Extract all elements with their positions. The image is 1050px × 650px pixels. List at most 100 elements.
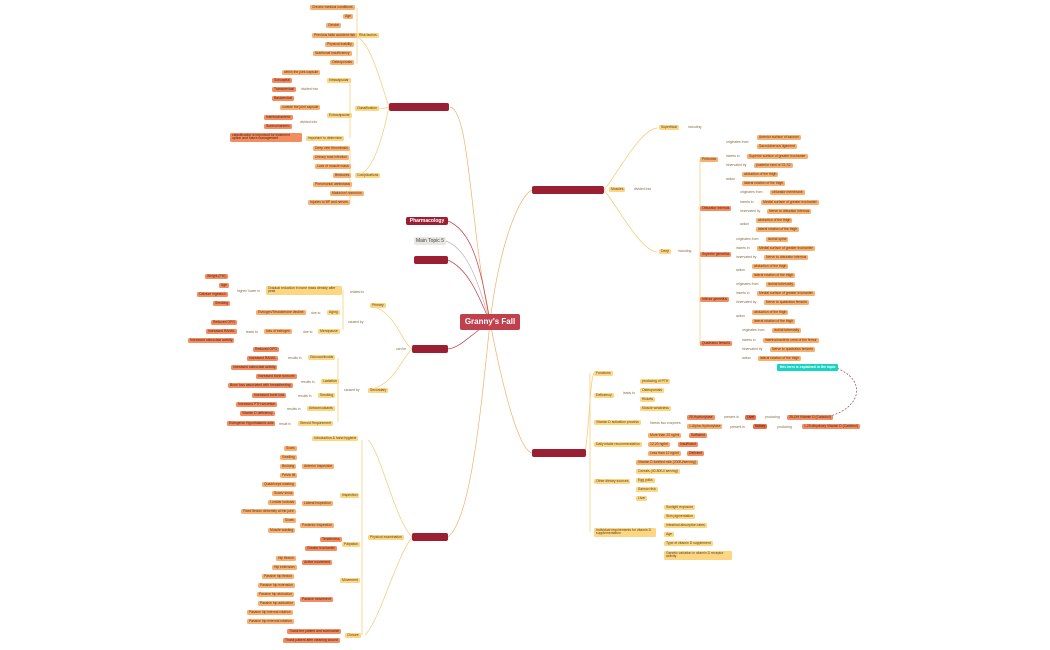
intra-sub-node[interactable]: within the joint capsule	[282, 70, 321, 76]
passive-item[interactable]: Passive hip external rotation	[247, 619, 294, 625]
menopause-node[interactable]: Menopause	[318, 329, 340, 335]
muscle-detail[interactable]: Medial surface of greater trochanter	[761, 200, 819, 206]
muscle-detail[interactable]: abduction of the thigh	[752, 310, 789, 316]
deficiency-node[interactable]: Deficiency	[594, 393, 614, 399]
lactation-item[interactable]: Bone loss associated with breastfeeding	[228, 383, 293, 389]
main-topic-examination[interactable]	[412, 533, 448, 541]
kidney-node[interactable]: Kidney	[753, 424, 768, 430]
smoking-item[interactable]: Increased bone loss	[252, 393, 287, 399]
secondary-node[interactable]: Secondary	[368, 388, 389, 394]
main-topic-blank[interactable]	[414, 256, 448, 264]
risk-item[interactable]: Previous falls/ accident risk	[312, 33, 357, 39]
muscle-detail[interactable]: posterior rami of S1,S2	[754, 163, 793, 169]
muscle-detail[interactable]: lateral rotation of the thigh	[752, 273, 796, 279]
muscles-node[interactable]: Muscles	[609, 187, 626, 193]
individual-item[interactable]: Intestinal absorption rates	[664, 523, 707, 529]
root-topic[interactable]: Granny's Fall	[460, 314, 520, 330]
physical-exam-node[interactable]: Physical examination	[368, 535, 404, 541]
gluco-item[interactable]: Increased RANKL	[247, 356, 279, 362]
lateral-node[interactable]: Lateral Inspection	[302, 501, 333, 507]
complication-item[interactable]: Urinary tract infection	[313, 155, 350, 161]
muscle-detail[interactable]: Nerve to quadratus femoris	[764, 300, 809, 306]
risk-item[interactable]: Age	[343, 14, 354, 20]
functions-node[interactable]: Functions	[594, 371, 613, 377]
muscle-detail[interactable]: abduction of the thigh	[752, 264, 789, 270]
palpation-item[interactable]: Tenderness	[320, 537, 342, 543]
active-item[interactable]: Hip extension	[272, 565, 297, 571]
important-node[interactable]: important to determine	[306, 136, 344, 142]
intake-level[interactable]: 12-20 ng/ml	[648, 442, 670, 448]
muscle-detail[interactable]: Nerve to obturator internus	[764, 255, 809, 261]
dietary-item[interactable]: Cereals (40-80IU/ serving)	[636, 469, 680, 475]
anterior-item[interactable]: Bruising	[280, 464, 297, 470]
lateral-item[interactable]: Scars/ sinus	[272, 491, 295, 497]
extra-note-node[interactable]: classification is important for treatmen…	[230, 133, 302, 142]
complication-item[interactable]: Malunion/ nonunion	[330, 191, 364, 197]
gradual-item[interactable]: Calcium ingestion	[197, 292, 228, 298]
complication-item[interactable]: Injuries to BP and nerves	[308, 200, 350, 206]
gradual-node[interactable]: Gradual reduction in bone mass density a…	[266, 286, 342, 295]
anterior-item[interactable]: Swelling	[280, 455, 297, 461]
activation-node[interactable]: Vitamin D activation process	[594, 420, 641, 426]
muscle-detail[interactable]: Medial surface of greater trochanter	[757, 246, 815, 252]
complication-item[interactable]: Loss of muscle mass	[315, 164, 351, 170]
muscle-detail[interactable]: Medial surface of greater trochanter	[757, 291, 815, 297]
piriformis-node[interactable]: Piriformis	[700, 157, 719, 163]
closure-node[interactable]: Closure	[345, 633, 361, 639]
main-topic-vitamin-d[interactable]	[532, 449, 586, 457]
muscle-detail[interactable]: lateral rotation of the thigh	[756, 227, 800, 233]
passive-item[interactable]: Passive hip extension	[258, 583, 295, 589]
muscle-detail[interactable]: abduction of the thigh	[756, 218, 793, 224]
anticonv-item[interactable]: Vitamin D deficiency	[240, 411, 275, 417]
anterior-item[interactable]: Pelvic tilt	[280, 473, 298, 479]
note-label[interactable]: this term is explained in the topic	[777, 364, 839, 371]
primary-node[interactable]: Primary	[370, 303, 386, 309]
menopause-item[interactable]: Reduced OPG	[211, 320, 238, 326]
individual-item[interactable]: Skin pigmentation	[664, 514, 695, 520]
risk-item[interactable]: Osteoporosis	[330, 60, 354, 66]
intake-level[interactable]: More than 20 ng/ml	[648, 433, 682, 439]
lactation-node[interactable]: Lactation	[321, 379, 339, 385]
lateral-item[interactable]: Lumbar lordosis	[268, 500, 297, 506]
steroid-item[interactable]: Estrogenic Hypothalamic axis	[227, 421, 276, 427]
glucocorticoids-node[interactable]: Glucocorticoids	[308, 355, 336, 361]
intra-type[interactable]: Transcervical	[272, 87, 297, 93]
lateral-item[interactable]: Fixed flexion deformity at the joint	[241, 509, 296, 515]
passive-item[interactable]: Passive hip flexion	[262, 574, 295, 580]
posterior-item[interactable]: Muscle wasting	[268, 528, 296, 534]
main-topic-risk[interactable]	[389, 103, 449, 111]
main-topic-muscles[interactable]	[532, 186, 604, 194]
calcitriol-node[interactable]: 1,25 dihydroxy Vitamin D (Calcitriol)	[802, 424, 860, 430]
gradual-item[interactable]: Smoking	[213, 301, 231, 307]
risk-item[interactable]: Nutritional insufficiency	[313, 51, 352, 57]
palpation-item[interactable]: Greater trochanter	[305, 546, 337, 552]
risk-item[interactable]: Chronic medical conditions	[310, 5, 355, 11]
classification-node[interactable]: Classification	[355, 106, 379, 112]
gradual-item[interactable]: Age	[219, 283, 230, 289]
dietary-item[interactable]: Vitamin D fortified milk (200IU/serving)	[636, 460, 698, 466]
intake-note[interactable]: Deficient	[687, 451, 705, 457]
deep-node[interactable]: Deep	[659, 249, 672, 255]
superficial-node[interactable]: Superficial	[659, 125, 679, 131]
lactation-item[interactable]: Increased bone turnover	[256, 374, 297, 380]
muscle-detail[interactable]: Nerve to quadratus femoris	[770, 347, 815, 353]
muscle-detail[interactable]: obturator membrane	[770, 190, 805, 196]
aging-node[interactable]: Aging	[327, 310, 340, 316]
movement-node[interactable]: Movement	[340, 578, 360, 584]
muscle-detail[interactable]: ischial spine	[766, 237, 789, 243]
intra-type[interactable]: Basicervical	[272, 96, 295, 102]
deficiency-item[interactable]: producing of PTH	[640, 379, 671, 385]
menopause-item[interactable]: Increased osteoclast activity	[188, 338, 235, 344]
posterior-node[interactable]: Posterior Inspection	[300, 523, 334, 529]
individual-item[interactable]: Sunlight exposure	[664, 505, 696, 511]
anticonvulsants-node[interactable]: Anticonvulsants	[307, 406, 335, 412]
individual-node[interactable]: Individual requirements for vitamin D su…	[594, 528, 656, 537]
deficiency-item[interactable]: Muscle weakness	[640, 406, 671, 412]
intake-level[interactable]: Less than 12 ng/ml	[648, 451, 681, 457]
palpation-node[interactable]: Palpation	[342, 542, 361, 548]
anterior-node[interactable]: Anterior Inspection	[302, 464, 335, 470]
risk-item[interactable]: Physical inability	[325, 42, 354, 48]
intro-node[interactable]: Introduction & hand hygiene	[312, 436, 359, 442]
closure-item[interactable]: Thank the patient and summarise	[287, 629, 342, 635]
smoking-node[interactable]: Smoking	[318, 393, 336, 399]
